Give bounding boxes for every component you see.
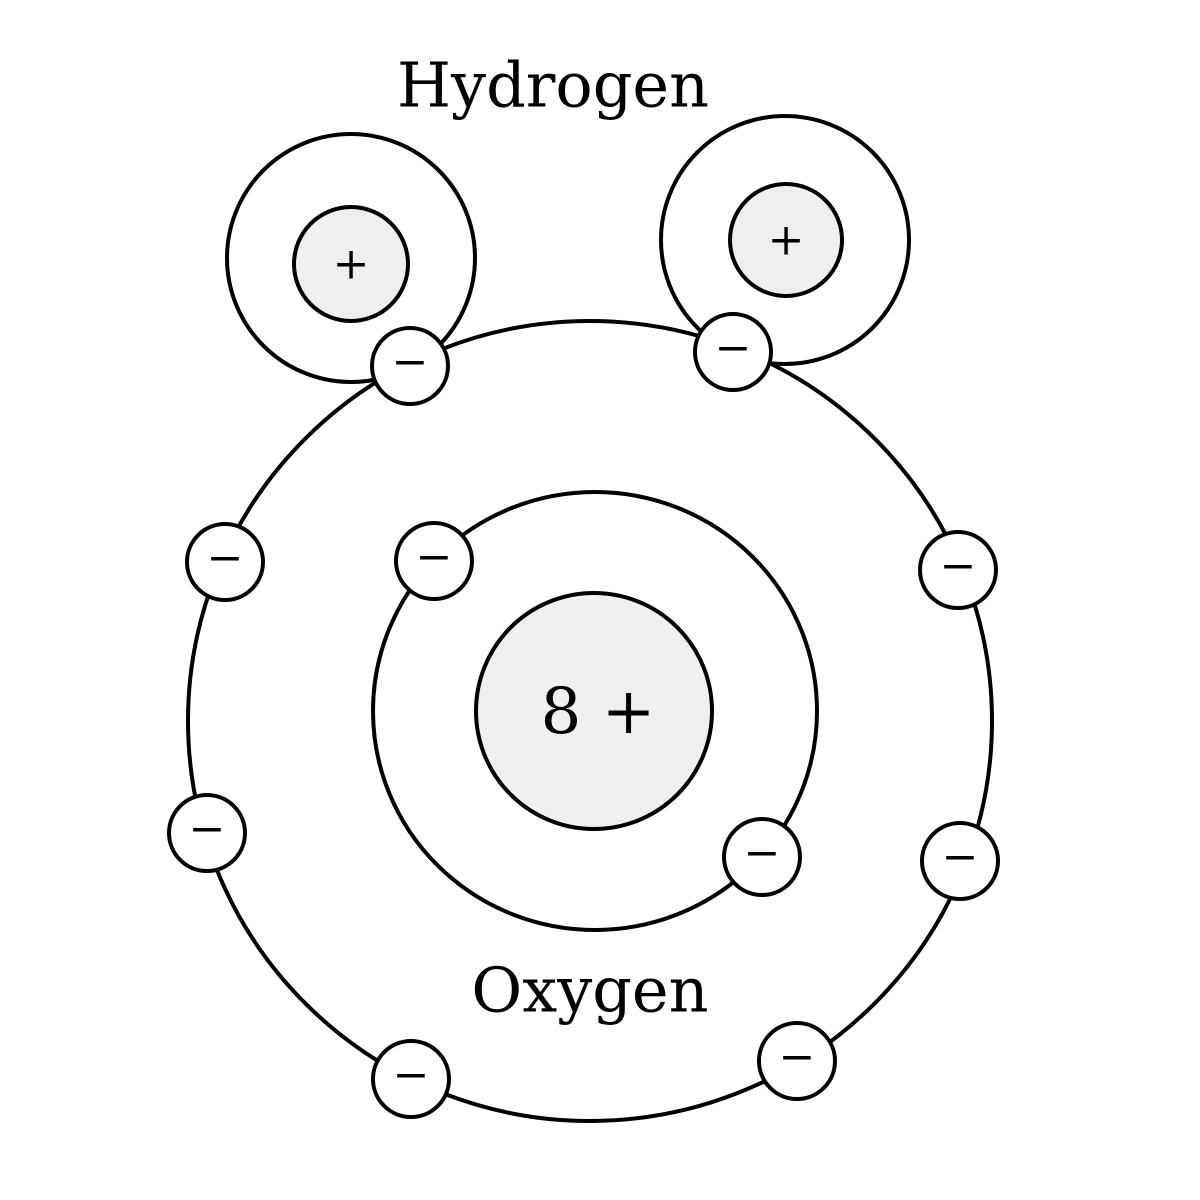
electron: −	[371, 1039, 451, 1119]
electron: −	[757, 1021, 837, 1101]
oxygen-outer-shell	[186, 319, 994, 1123]
hydrogen-atom-left: +	[225, 132, 477, 384]
hydrogen-orbit	[659, 114, 911, 366]
electron-circle	[370, 326, 450, 406]
electron-sign: −	[207, 533, 244, 584]
electron-sign: −	[393, 1050, 430, 1101]
electron-sign: −	[189, 804, 226, 855]
electron-circle	[722, 817, 802, 897]
electron-circle	[920, 821, 1000, 901]
electron-sign: −	[744, 828, 781, 879]
electron: −	[370, 326, 450, 406]
electron: −	[722, 817, 802, 897]
proton-sign: +	[768, 215, 805, 266]
electron: −	[918, 530, 998, 610]
electron-circle	[185, 522, 265, 602]
electron: −	[920, 821, 1000, 901]
oxygen-inner-shell	[371, 490, 819, 932]
hydrogen-nucleus	[292, 205, 410, 323]
electron-circle	[371, 1039, 451, 1119]
hydrogen-label: Hydrogen	[397, 49, 709, 122]
oxygen-nucleus-charge: 8 +	[541, 675, 656, 749]
proton-sign: +	[333, 239, 370, 290]
hydrogen-nucleus	[728, 182, 844, 298]
electrons: − − − − − − − − − −	[167, 312, 1000, 1119]
electron-sign: −	[779, 1032, 816, 1083]
electron-circle	[757, 1021, 837, 1101]
electron-sign: −	[715, 323, 752, 374]
electron-circle	[918, 530, 998, 610]
electron: −	[693, 312, 773, 392]
electron: −	[394, 521, 474, 601]
electron: −	[185, 522, 265, 602]
electron-circle	[693, 312, 773, 392]
electron-sign: −	[940, 541, 977, 592]
oxygen-label: Oxygen	[471, 954, 708, 1027]
electron-circle	[167, 793, 247, 873]
electron: −	[167, 793, 247, 873]
electron-circle	[394, 521, 474, 601]
hydrogen-orbit	[225, 132, 477, 384]
electron-sign: −	[392, 337, 429, 388]
electron-sign: −	[416, 532, 453, 583]
electron-sign: −	[942, 832, 979, 883]
oxygen-atom: 8 +	[186, 319, 994, 1123]
hydrogen-atom-right: +	[659, 114, 911, 366]
oxygen-nucleus	[474, 591, 714, 831]
